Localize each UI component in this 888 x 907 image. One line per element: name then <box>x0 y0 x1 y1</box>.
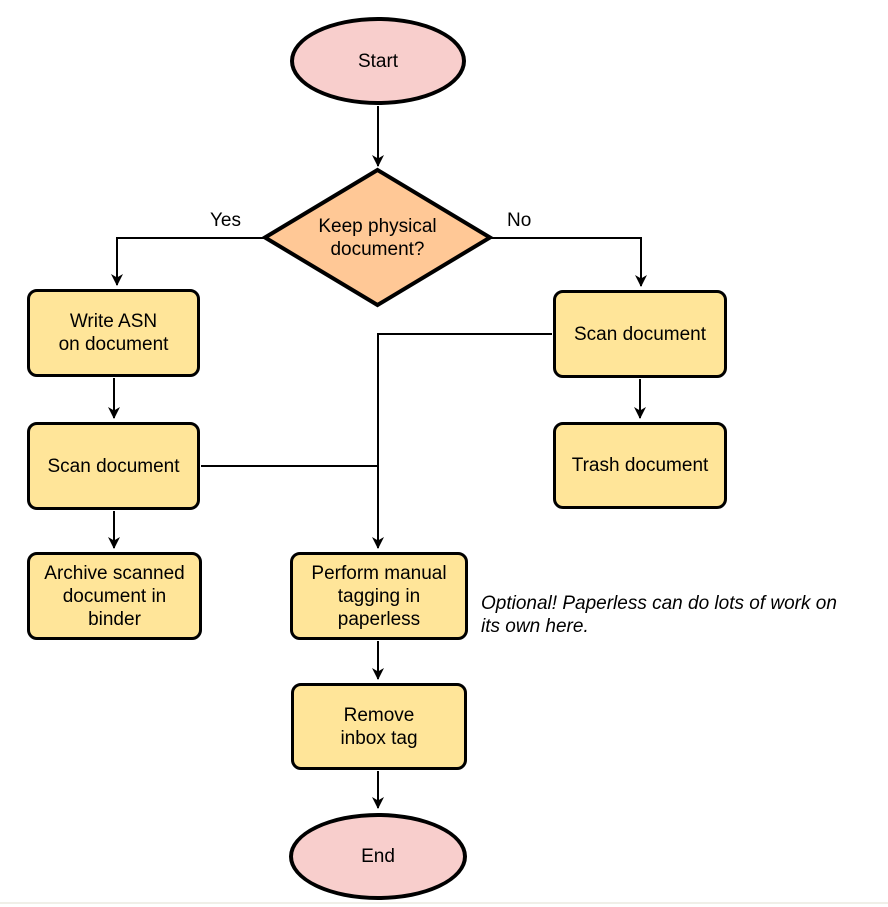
annotation-optional: Optional! Paperless can do lots of work … <box>481 593 837 637</box>
decision-diamond-shape <box>261 167 494 308</box>
node-trash-document: Trash document <box>553 422 727 509</box>
node-tagging-label: Perform manual tagging in paperless <box>311 562 447 630</box>
node-scan-document-right: Scan document <box>553 290 727 378</box>
node-trash-label: Trash document <box>571 455 709 476</box>
node-scan-left-label: Scan document <box>47 455 180 477</box>
node-decision-label: Keep physical document? <box>318 215 437 260</box>
node-write-asn: Write ASN on document <box>27 289 200 377</box>
edge-label-yes: Yes <box>208 210 243 231</box>
node-remove-inbox-tag: Remove inbox tag <box>291 683 467 770</box>
node-start: Start <box>290 17 466 105</box>
node-archive-binder: Archive scanned document in binder <box>27 552 202 640</box>
edge-decision-no-to-scan-right <box>491 237 647 287</box>
node-scan-right-label: Scan document <box>573 323 707 345</box>
node-write-asn-label: Write ASN on document <box>58 311 169 355</box>
edge-label-no: No <box>505 210 534 231</box>
bottom-hairline <box>0 902 888 904</box>
edge-decision-yes-to-write-asn <box>111 237 264 286</box>
edge-scan-right-to-tagging <box>372 333 552 549</box>
node-remove-inbox-label: Remove inbox tag <box>340 704 418 749</box>
node-end: End <box>289 813 467 900</box>
node-manual-tagging: Perform manual tagging in paperless <box>290 552 468 640</box>
node-archive-label: Archive scanned document in binder <box>44 562 185 630</box>
node-start-label: Start <box>357 50 399 72</box>
node-end-label: End <box>361 846 395 867</box>
node-decision-keep-physical: Keep physical document? <box>265 170 490 305</box>
node-scan-document-left: Scan document <box>27 422 200 510</box>
